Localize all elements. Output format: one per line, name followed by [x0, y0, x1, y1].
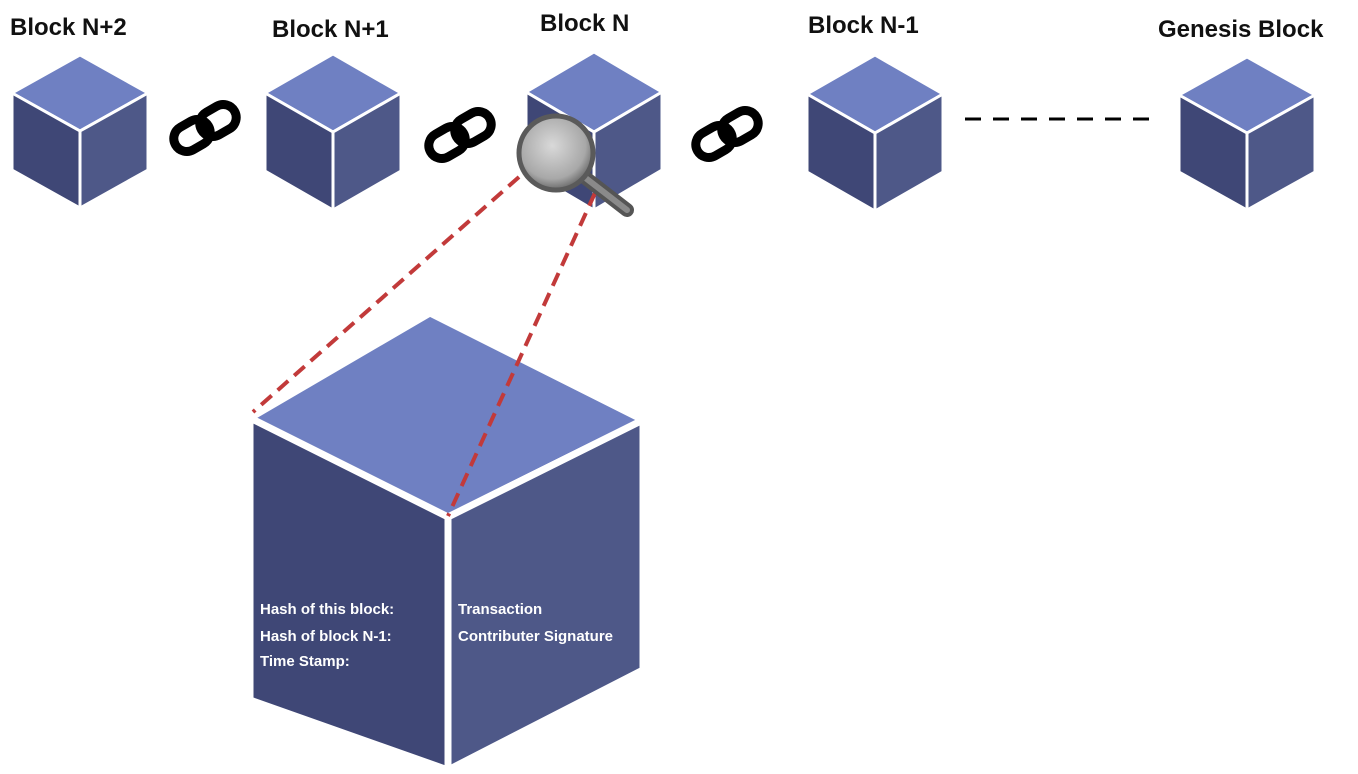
time-stamp-text: Time Stamp: [260, 653, 350, 670]
block-n-detail-cube [246, 309, 647, 774]
chain-link-icon [424, 107, 496, 163]
block-n-plus-2-label: Block N+2 [10, 14, 127, 41]
hash-of-this-block-text: Hash of this block: [260, 601, 394, 618]
block-n-label: Block N [540, 10, 629, 37]
block-n-plus-1-cube [263, 52, 403, 212]
genesis-block-cube [1177, 55, 1317, 212]
block-n-plus-2-cube [10, 53, 150, 210]
block-n-minus-1-label: Block N-1 [808, 12, 919, 39]
cube-right-face [78, 91, 150, 210]
detail-cube-right-face [444, 416, 647, 774]
cube-right-face [331, 91, 403, 212]
cube-right-face [873, 92, 945, 213]
transaction-text: Transaction [458, 601, 542, 618]
hash-of-previous-block-text: Hash of block N-1: [260, 628, 392, 645]
zoom-line-right [446, 192, 597, 517]
chain-link-icon [169, 100, 241, 156]
magnifying-glass-icon [516, 113, 634, 217]
chain-link-icon [691, 106, 763, 162]
block-n-minus-1-cube [805, 53, 945, 213]
block-n-plus-1-label: Block N+1 [272, 16, 389, 43]
zoom-line-left [251, 175, 521, 414]
contributor-signature-text: Contributer Signature [458, 628, 613, 645]
cube-right-face [1245, 93, 1317, 212]
genesis-block-label: Genesis Block [1158, 16, 1324, 43]
